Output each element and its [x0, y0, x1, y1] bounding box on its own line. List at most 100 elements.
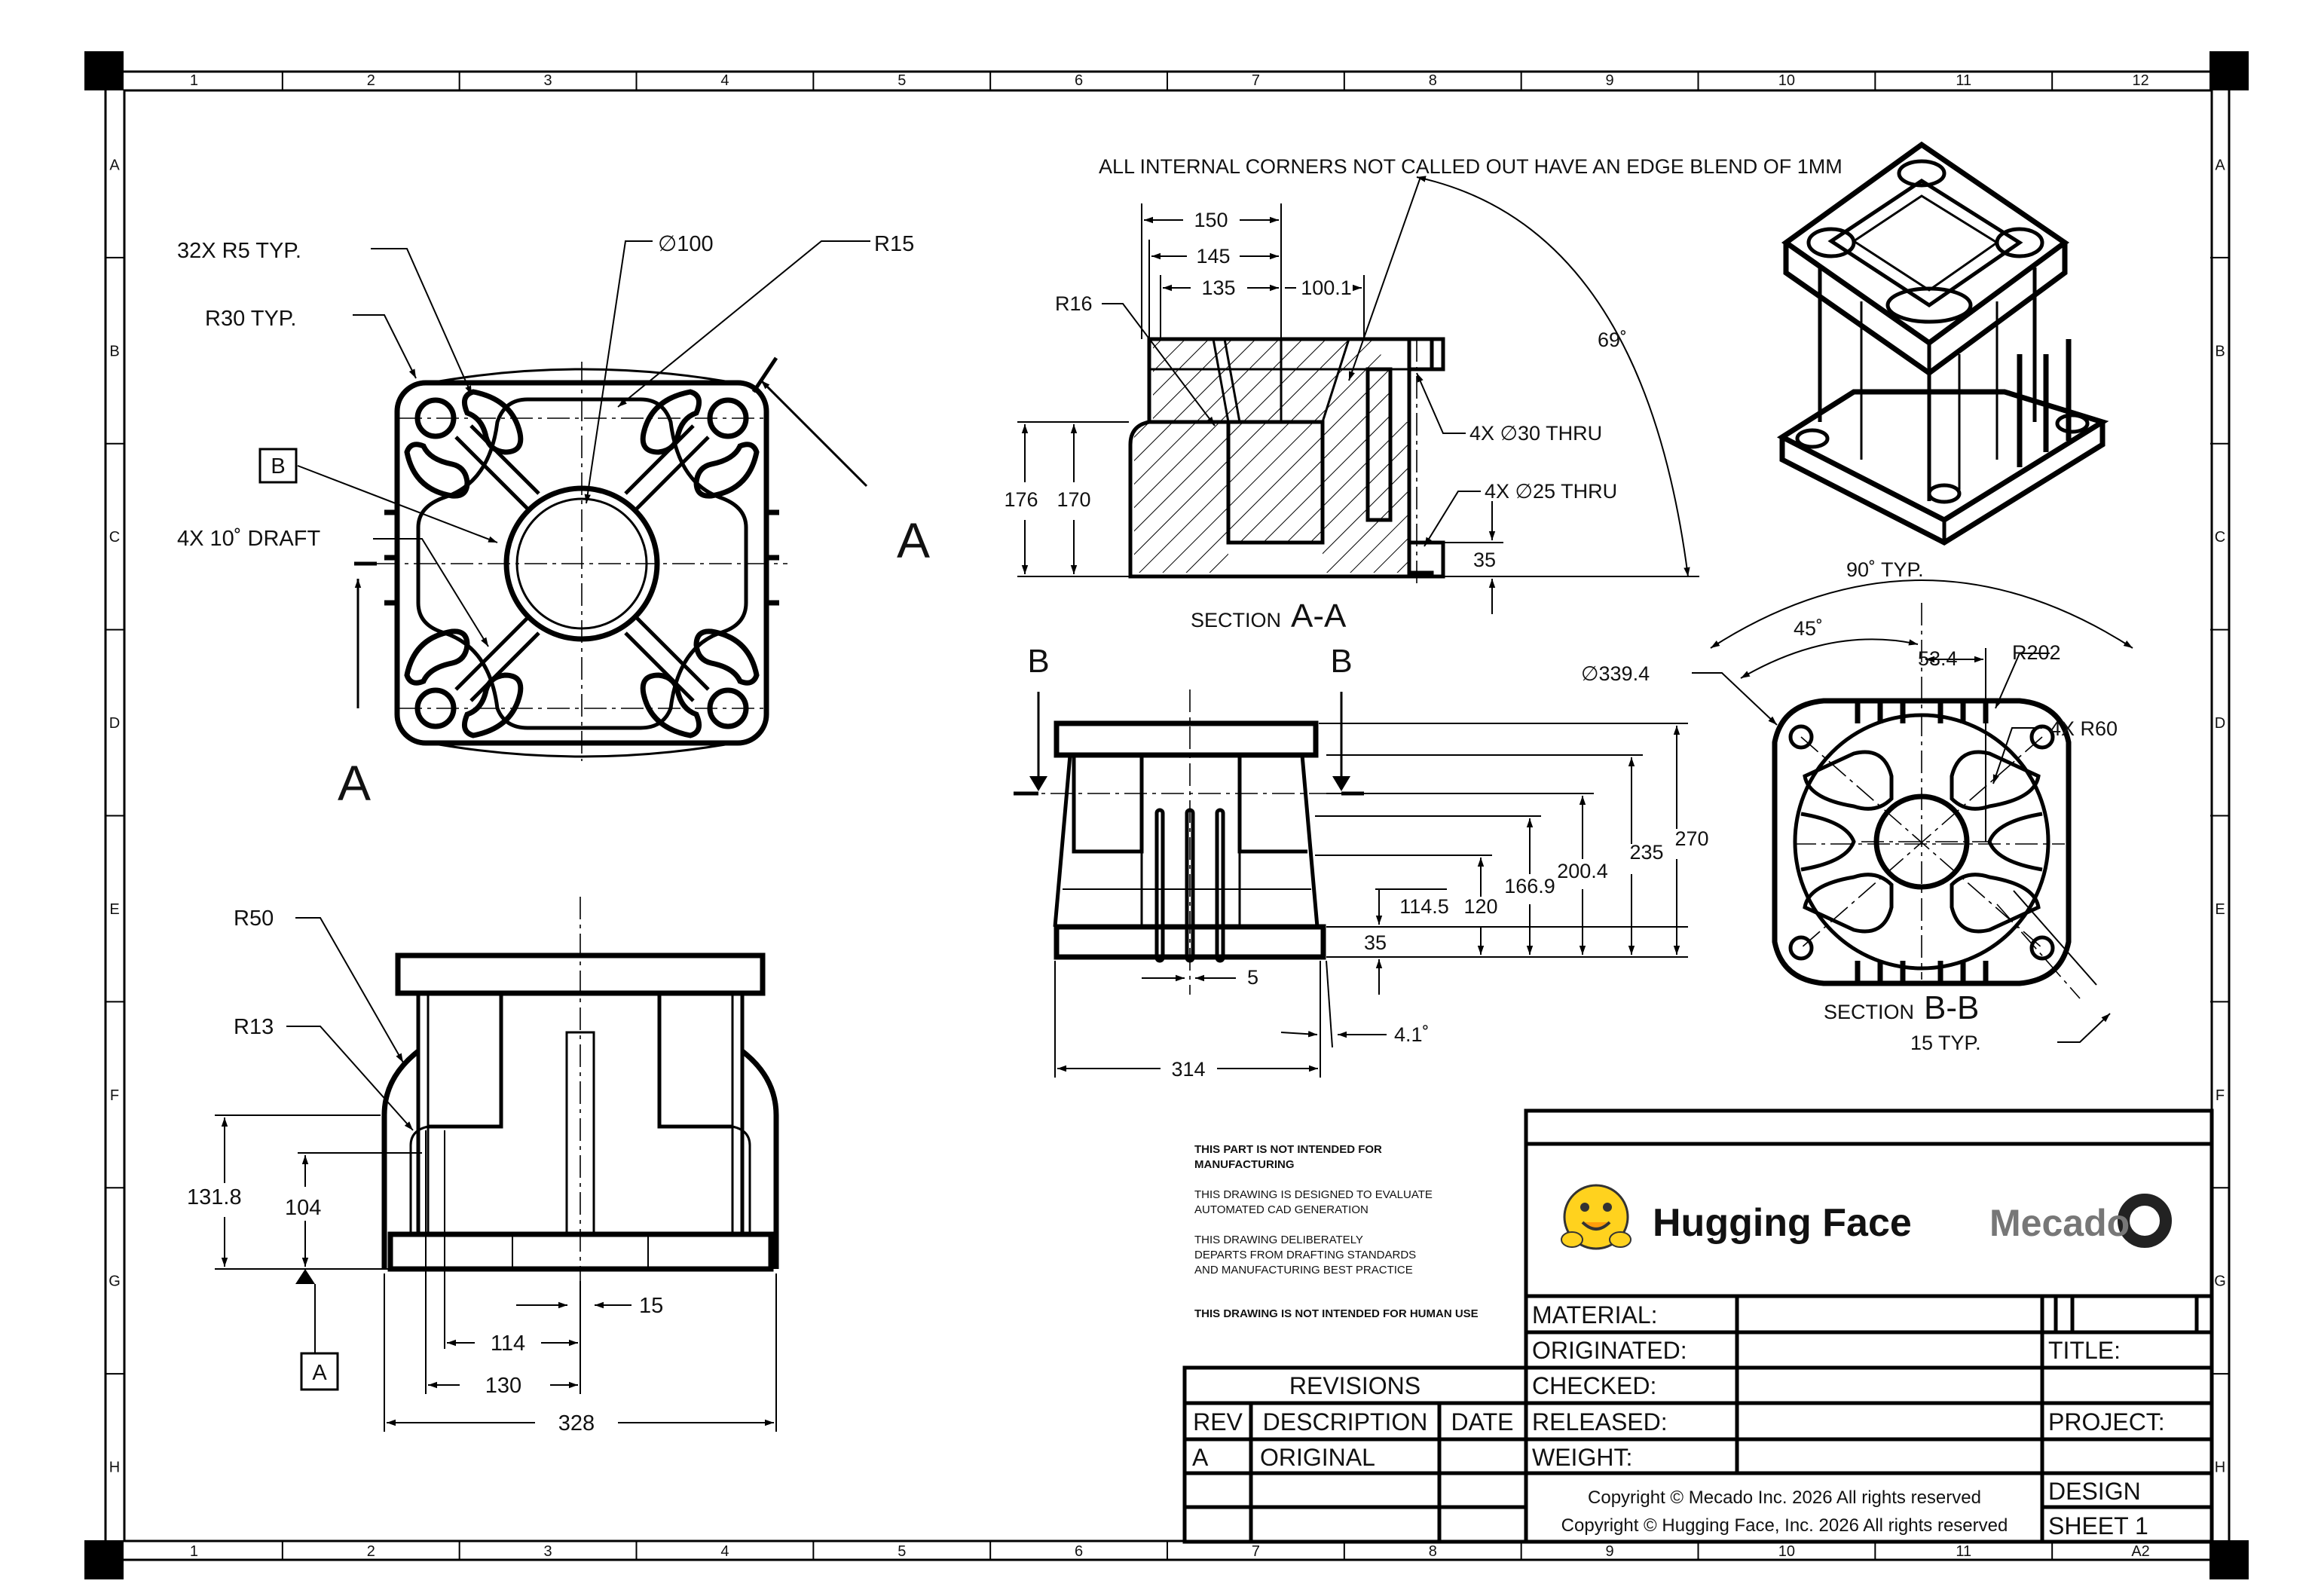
zone-col-bottom: 10: [1778, 1543, 1795, 1560]
zone-col-top: 12: [2132, 72, 2148, 89]
note-line-3: THIS DRAWING IS DESIGNED TO EVALUATE: [1194, 1188, 1433, 1201]
front-view-labels: R50 R13 131.8 104 A 15 114 130 328: [187, 907, 663, 1435]
zone-col-top: 6: [1075, 72, 1083, 89]
section-b-right: B: [1330, 643, 1352, 680]
label-r30: R30 TYP.: [205, 307, 296, 331]
field-title: TITLE:: [2048, 1337, 2121, 1364]
angle-45: 45˚: [1794, 617, 1823, 640]
zone-col-top: 1: [190, 72, 198, 89]
angle-4-1: 4.1˚: [1394, 1023, 1430, 1046]
zone-row-left: A: [109, 157, 120, 173]
note-line-4: AUTOMATED CAD GENERATION: [1194, 1203, 1369, 1216]
note-departs: THIS DRAWING DELIBERATELY DEPARTS FROM D…: [1194, 1234, 1419, 1276]
label-dia339: ∅339.4: [1581, 662, 1650, 685]
zone-col-bottom: 2: [367, 1543, 375, 1560]
revisions-col-date: DATE: [1451, 1408, 1514, 1435]
top-view-labels: 32X R5 TYP. R30 TYP. ∅100 R15 B 4X 10˚ D…: [177, 232, 930, 811]
section-b-b-labels: 90˚ TYP. 45˚ 53.4 R202 ∅339.4 4X R60 15 …: [1581, 558, 2118, 1054]
zone-col-bottom: 9: [1606, 1543, 1614, 1560]
zone-col-bottom: 1: [190, 1543, 198, 1560]
note-line-1: THIS PART IS NOT INTENDED FOR: [1194, 1143, 1382, 1156]
field-design: DESIGN: [2048, 1478, 2141, 1505]
copyright-mecado: Copyright © Mecado Inc. 2026 All rights …: [1588, 1487, 1981, 1508]
dim-314: 314: [1171, 1058, 1205, 1081]
zone-row-right: H: [2215, 1460, 2225, 1476]
note-evaluate: THIS DRAWING IS DESIGNED TO EVALUATE AUT…: [1194, 1188, 1436, 1216]
zone-col-bottom: 3: [544, 1543, 552, 1560]
note-line-2: MANUFACTURING: [1194, 1158, 1295, 1171]
zone-row-left: F: [110, 1087, 119, 1104]
note-line-5: THIS DRAWING DELIBERATELY: [1194, 1234, 1363, 1246]
zone-col-top: 8: [1429, 72, 1437, 89]
zone-col-top: 5: [898, 72, 906, 89]
field-checked: CHECKED:: [1532, 1372, 1656, 1399]
dim-176: 176: [1004, 488, 1038, 511]
angle-69: 69˚: [1598, 329, 1627, 351]
field-weight: WEIGHT:: [1532, 1444, 1632, 1471]
side-view-labels: B B 270 235 200.4 166.9 120 114.5 35 5 4…: [1027, 643, 1708, 1081]
section-a-a: [1017, 176, 1699, 614]
zone-col-top: 4: [720, 72, 729, 89]
dim-5: 5: [1247, 966, 1258, 989]
section-b-left: B: [1027, 643, 1049, 680]
mecado-logo-icon: [2118, 1194, 2172, 1248]
zone-row-right: B: [2215, 343, 2225, 359]
zone-row-right: G: [2214, 1273, 2226, 1290]
dim-270: 270: [1674, 827, 1708, 850]
zone-row-left: E: [109, 901, 119, 918]
zone-col-bottom: 5: [898, 1543, 906, 1560]
label-draft: 4X 10˚ DRAFT: [177, 527, 320, 551]
field-project: PROJECT:: [2048, 1408, 2165, 1435]
revisions-heading: REVISIONS: [1289, 1372, 1420, 1399]
dim-114-5: 114.5: [1399, 895, 1449, 918]
zone-col-top: 2: [367, 72, 375, 89]
dim-328: 328: [558, 1411, 595, 1435]
zone-col-bottom: 4: [720, 1543, 729, 1560]
dim-114: 114: [491, 1332, 525, 1356]
note-line-6: DEPARTS FROM DRAFTING STANDARDS: [1194, 1249, 1416, 1261]
dim-104: 104: [285, 1196, 321, 1220]
revision-row-rev: A: [1192, 1444, 1209, 1471]
label-r202: R202: [2012, 641, 2061, 664]
section-a-left: A: [338, 755, 371, 811]
zone-col-bottom: 7: [1252, 1543, 1260, 1560]
label-r16: R16: [1055, 292, 1093, 315]
label-r60: 4X R60: [2050, 717, 2118, 740]
title-block-labels: Hugging Face Mecado MATERIAL: ORIGINATED…: [1192, 1201, 2165, 1539]
isometric-view: [1776, 141, 2109, 546]
zone-row-right: C: [2215, 529, 2225, 546]
zone-row-right: F: [2216, 1087, 2225, 1104]
drawing-frame: [84, 51, 2249, 1579]
dim-200-4: 200.4: [1557, 860, 1608, 882]
note-edge-blend: ALL INTERNAL CORNERS NOT CALLED OUT HAVE…: [1099, 155, 1843, 178]
label-15-typ: 15 TYP.: [1910, 1032, 1981, 1054]
zone-row-left: D: [109, 715, 120, 732]
zone-col-top: 10: [1778, 72, 1795, 89]
label-r5: 32X R5 TYP.: [177, 239, 301, 263]
side-view: [1014, 689, 1688, 1078]
label-thru30: 4X ∅30 THRU: [1469, 422, 1602, 445]
zone-col-bottom: 8: [1429, 1543, 1437, 1560]
datum-a-box: [300, 1352, 339, 1391]
zone-row-right: A: [2215, 157, 2225, 173]
note-line-7: AND MANUFACTURING BEST PRACTICE: [1194, 1264, 1413, 1276]
section-aa-id: A-A: [1291, 598, 1347, 634]
label-dia100: ∅100: [658, 232, 714, 256]
zone-col-bottom: 6: [1075, 1543, 1083, 1560]
datum-b-label: B: [271, 454, 285, 478]
section-aa-prefix: SECTION: [1191, 609, 1281, 631]
zone-row-left: H: [109, 1460, 120, 1476]
field-originated: ORIGINATED:: [1532, 1337, 1687, 1364]
dim-170: 170: [1057, 488, 1090, 511]
dim-120: 120: [1463, 895, 1497, 918]
dim-130: 130: [485, 1374, 521, 1398]
dim-100-1: 100.1: [1301, 277, 1352, 299]
revisions-col-rev: REV: [1193, 1408, 1243, 1435]
hugging-face-logo-icon: [1563, 1184, 1629, 1250]
zone-col-top: 7: [1252, 72, 1260, 89]
section-b-b: [1692, 579, 2133, 1043]
dim-135: 135: [1201, 277, 1235, 299]
section-bb-prefix: SECTION: [1824, 1001, 1914, 1023]
